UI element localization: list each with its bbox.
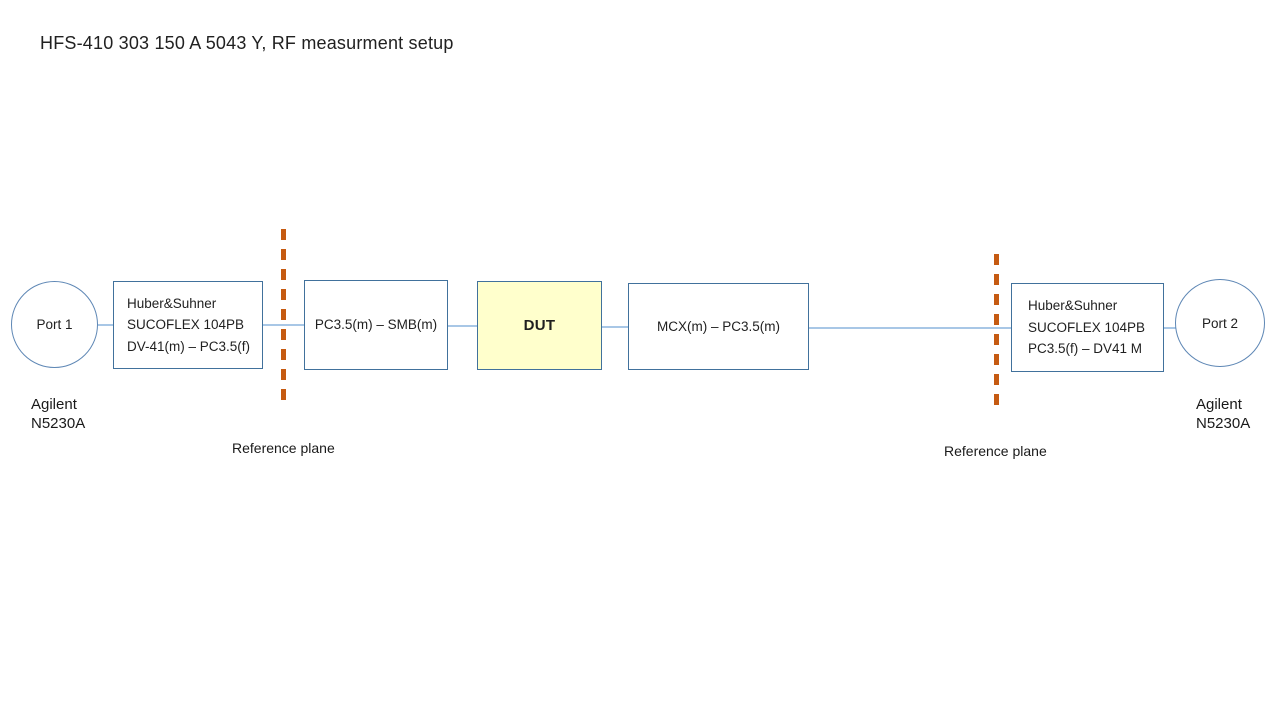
port1-circle: Port 1: [11, 281, 98, 368]
dut-label: DUT: [523, 316, 556, 334]
reference-plane-line-right: [994, 254, 999, 413]
port2-circle: Port 2: [1175, 279, 1265, 367]
instrument-left-line2: N5230A: [31, 415, 86, 432]
cable-right-line3: PC3.5(f) – DV41 M: [1028, 341, 1143, 357]
connector-adapter-left-dut: [447, 325, 478, 327]
port2-label: Port 2: [1201, 315, 1239, 331]
instrument-left-line1: Agilent: [31, 396, 77, 413]
reference-plane-line-left: [281, 229, 286, 408]
adapter-right-label: MCX(m) – PC3.5(m): [656, 318, 780, 334]
cable-right-line1: Huber&Suhner: [1028, 298, 1118, 314]
instrument-label-right: Agilent N5230A: [1196, 395, 1250, 433]
cable-left-line1: Huber&Suhner: [127, 295, 217, 311]
dut-box: DUT: [477, 281, 602, 370]
cable-left-box: Huber&Suhner SUCOFLEX 104PB DV-41(m) – P…: [113, 281, 263, 369]
port1-label: Port 1: [36, 317, 73, 332]
connector-dut-adapter-right: [601, 326, 629, 328]
cable-left-line2: SUCOFLEX 104PB: [127, 317, 245, 333]
reference-plane-label-right: Reference plane: [944, 443, 1047, 459]
cable-right-line2: SUCOFLEX 104PB: [1028, 319, 1146, 335]
connector-cable-right-port2: [1163, 327, 1176, 329]
cable-left-line3: DV-41(m) – PC3.5(f): [127, 338, 251, 354]
page-title: HFS-410 303 150 A 5043 Y, RF measurment …: [40, 33, 454, 53]
cable-right-box: Huber&Suhner SUCOFLEX 104PB PC3.5(f) – D…: [1011, 283, 1164, 372]
instrument-label-left: Agilent N5230A: [31, 395, 85, 433]
connector-adapter-right-cable-right: [808, 327, 1012, 329]
instrument-right-line1: Agilent: [1196, 396, 1242, 413]
adapter-right-box: MCX(m) – PC3.5(m): [628, 283, 809, 370]
connector-port1-cable-left: [98, 324, 114, 326]
adapter-left-label: PC3.5(m) – SMB(m): [314, 317, 438, 333]
reference-plane-label-left: Reference plane: [232, 440, 335, 456]
adapter-left-box: PC3.5(m) – SMB(m): [304, 280, 448, 370]
instrument-right-line2: N5230A: [1196, 415, 1251, 432]
